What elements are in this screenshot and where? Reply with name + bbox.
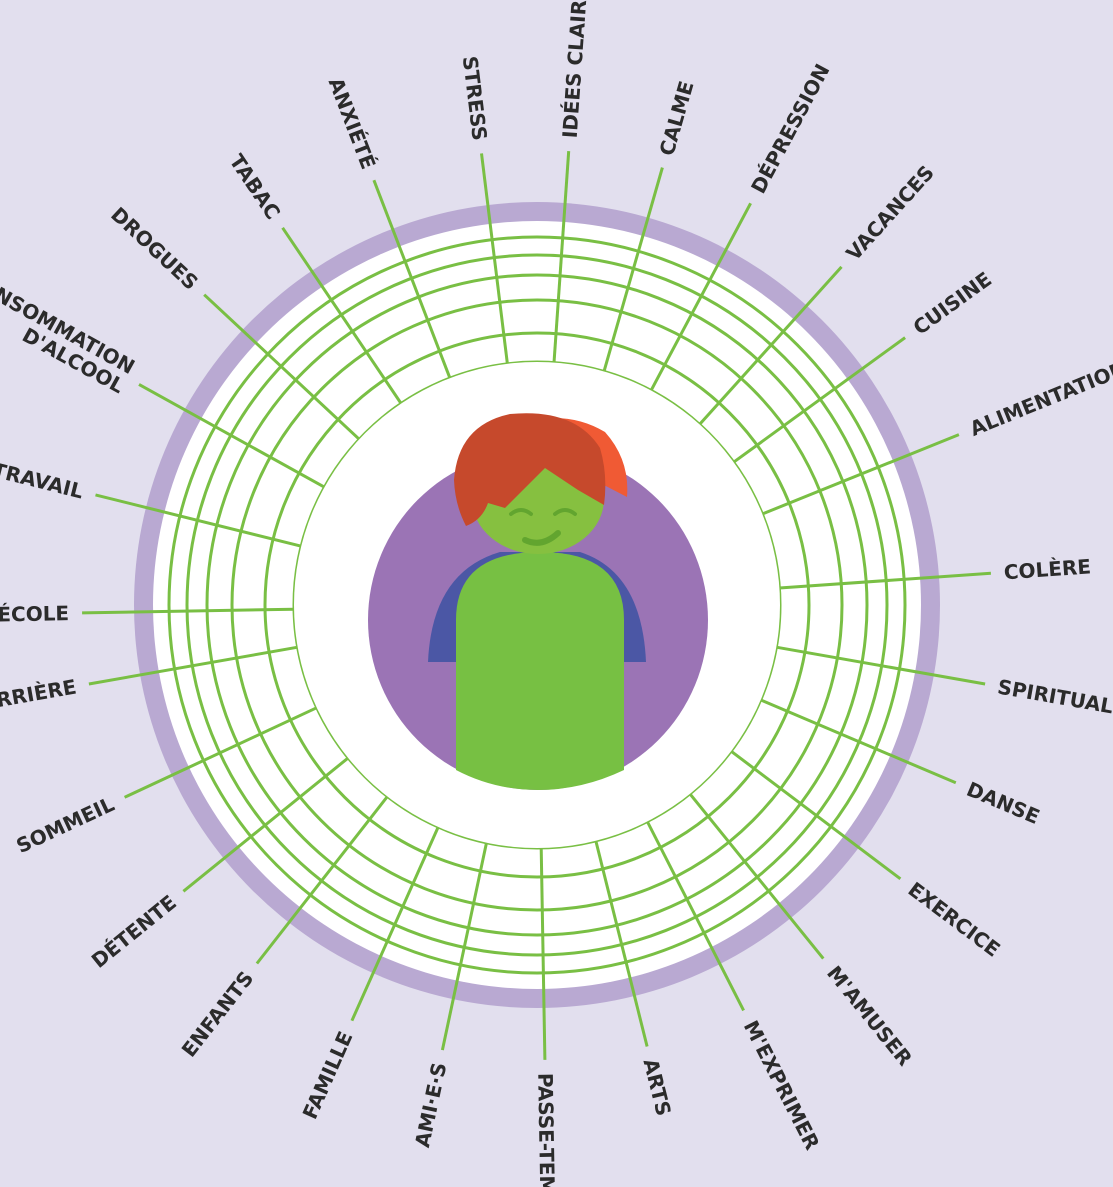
spoke-line: [138, 383, 326, 489]
spoke-lines: [82, 150, 992, 1060]
spoke-line: [95, 493, 302, 548]
ring-line: [167, 235, 907, 975]
spoke-line: [552, 150, 571, 363]
spoke-line: [779, 571, 992, 590]
avatar-smile: [522, 530, 561, 546]
spoke-line: [350, 826, 440, 1022]
spoke-line: [645, 820, 745, 1012]
spoke-line: [698, 265, 843, 426]
avatar-body: [456, 552, 624, 790]
spoke-line: [688, 792, 825, 960]
person-avatar-icon: [368, 413, 708, 790]
spoke-line: [123, 706, 318, 799]
spoke-line: [732, 336, 906, 464]
spoke-line: [203, 293, 361, 441]
label-line: PASSE-TEMPS: [533, 1073, 560, 1187]
spoke-line: [372, 179, 452, 379]
spoke-line: [649, 202, 752, 392]
spoke-line: [776, 645, 986, 686]
spoke-line: [281, 226, 403, 405]
ring-lines: [167, 235, 907, 975]
ring-line: [263, 331, 811, 879]
label-passe-temps: PASSE-TEMPS: [533, 1073, 560, 1187]
spoke-line: [182, 756, 350, 893]
spoke-line: [602, 167, 664, 372]
avatar-eye-right: [553, 508, 577, 516]
ring-line: [205, 273, 869, 937]
spoke-line: [594, 840, 649, 1047]
label-line: ÉCOLE: [0, 601, 69, 626]
spoke-line: [539, 847, 547, 1060]
label-ecole: ÉCOLE: [0, 601, 69, 626]
spoke-line: [88, 645, 298, 686]
ring-line: [185, 253, 889, 957]
spoke-line: [760, 698, 957, 785]
spoke-line: [255, 795, 389, 965]
ring-line: [230, 298, 844, 912]
spoke-line: [730, 750, 902, 880]
spoke-line: [82, 607, 295, 615]
avatar-eye-left: [509, 508, 533, 516]
avatar-hair-front: [454, 413, 606, 526]
spoke-line: [480, 153, 509, 364]
spoke-line: [761, 433, 960, 516]
spoke-line: [440, 842, 488, 1051]
